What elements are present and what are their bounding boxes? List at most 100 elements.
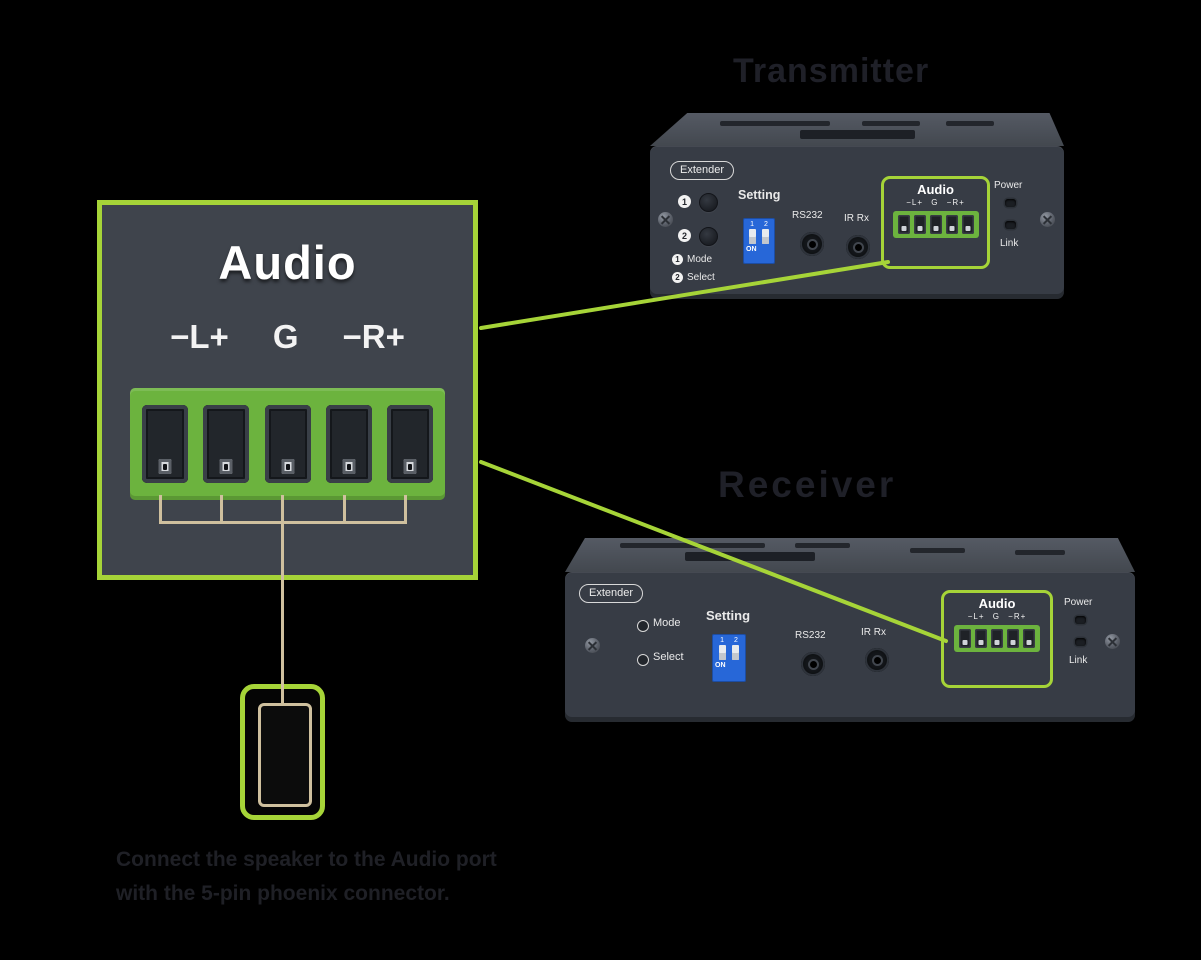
link-led (1005, 221, 1016, 229)
transmitter-device: Extender 1 2 1 Mode 2 Select Setting 1 2… (650, 113, 1064, 299)
rs232-label: RS232 (795, 630, 826, 641)
rs232-label: RS232 (792, 210, 823, 221)
dip-switch: 1 2 ON (712, 634, 746, 682)
select-legend: 2 Select (672, 272, 715, 283)
mode-legend-label: Mode (687, 254, 713, 265)
wire (158, 495, 162, 524)
transmitter-title: Transmitter (733, 52, 930, 90)
terminal-socket (945, 215, 958, 234)
wire (342, 495, 346, 524)
wire (403, 495, 407, 524)
caption-line-2: with the 5-pin phoenix connector. (116, 882, 450, 905)
print-blob (862, 121, 920, 126)
button-2-number: 2 (678, 229, 691, 242)
ir-rx-label: IR Rx (861, 627, 886, 638)
detail-pin-labels: −L+ G −R+ (102, 318, 473, 356)
mode-button (699, 193, 718, 212)
terminal-socket (1023, 629, 1035, 648)
legend-number: 2 (672, 272, 683, 283)
audio-detail-panel: Audio −L+ G −R+ (97, 200, 478, 580)
legend-number: 1 (672, 254, 683, 265)
terminal-socket (975, 629, 987, 648)
terminal-socket (1007, 629, 1019, 648)
wire (219, 495, 223, 524)
button-1-number: 1 (678, 195, 691, 208)
terminal-socket (929, 215, 942, 234)
audio-label: Audio (978, 596, 1016, 611)
power-led (1075, 616, 1086, 624)
wire-center (281, 495, 284, 703)
print-blob (685, 552, 815, 561)
power-label: Power (994, 180, 1023, 191)
terminal-socket (325, 405, 372, 483)
setting-label: Setting (706, 608, 751, 623)
extender-badge: Extender (579, 584, 644, 604)
link-label: Link (1000, 238, 1019, 249)
jack-hole (808, 240, 816, 248)
terminal-socket (387, 405, 433, 483)
ir-rx-jack (846, 235, 870, 259)
dip-switch: 1 2 ON (743, 218, 775, 264)
print-blob (910, 548, 965, 553)
link-led (1075, 638, 1086, 646)
terminal-socket (264, 405, 311, 483)
jack-hole (854, 243, 862, 251)
terminal-block (954, 625, 1040, 652)
mode-button (637, 620, 649, 632)
screw-icon (1105, 634, 1120, 649)
link-label: Link (1069, 655, 1088, 666)
screw-icon (1040, 212, 1055, 227)
terminal-socket (142, 405, 188, 483)
terminal-block (892, 211, 979, 238)
select-button (699, 227, 718, 246)
audio-label: Audio (917, 182, 954, 197)
extender-badge: Extender (670, 161, 735, 181)
print-blob (1015, 550, 1065, 555)
dip-slider (719, 645, 726, 660)
device-front-panel: Extender 1 2 1 Mode 2 Select Setting 1 2… (650, 146, 1064, 299)
caption-line-1: Connect the speaker to the Audio port (116, 848, 497, 871)
terminal-socket (897, 215, 910, 234)
mode-label: Mode (653, 617, 681, 629)
print-blob (720, 121, 830, 126)
dip-slider (749, 229, 756, 244)
device-front-panel: Extender Mode Select Setting 1 2 ON RS23… (565, 572, 1135, 722)
ir-rx-jack (865, 648, 889, 672)
pin-label-left: −L+ (170, 318, 229, 355)
screw-icon (658, 212, 673, 227)
terminal-socket (203, 405, 250, 483)
dip-on-label: ON (746, 246, 757, 253)
dip-slider (762, 229, 769, 244)
select-button (637, 654, 649, 666)
dip-numbers: 1 2 (750, 221, 772, 228)
print-blob (795, 543, 850, 548)
print-blob (946, 121, 994, 126)
detail-audio-title: Audio (218, 236, 357, 289)
ir-rx-label: IR Rx (844, 213, 869, 224)
power-label: Power (1064, 597, 1093, 608)
device-top-face (650, 113, 1064, 146)
rs232-jack (801, 652, 825, 676)
terminal-block-large (130, 388, 445, 500)
terminal-socket (959, 629, 971, 648)
jack-hole (809, 660, 817, 668)
audio-pin-labels: −L+ G −R+ (906, 198, 965, 207)
select-label: Select (653, 651, 684, 663)
phoenix-connector-body (258, 703, 312, 807)
receiver-title: Receiver (718, 464, 897, 505)
dip-sliders (719, 645, 739, 660)
setting-label: Setting (738, 188, 781, 202)
terminal-socket (913, 215, 926, 234)
pin-label-ground: G (272, 318, 299, 355)
receiver-device: Extender Mode Select Setting 1 2 ON RS23… (565, 538, 1135, 722)
phoenix-connector (240, 684, 325, 820)
print-blob (620, 543, 765, 548)
dip-sliders (749, 229, 769, 244)
audio-section: Audio −L+ G −R+ (941, 590, 1053, 688)
mode-legend: 1 Mode (672, 254, 712, 265)
rs232-jack (800, 232, 824, 256)
jack-hole (873, 656, 881, 664)
screw-icon (585, 638, 600, 653)
select-legend-label: Select (687, 272, 715, 283)
